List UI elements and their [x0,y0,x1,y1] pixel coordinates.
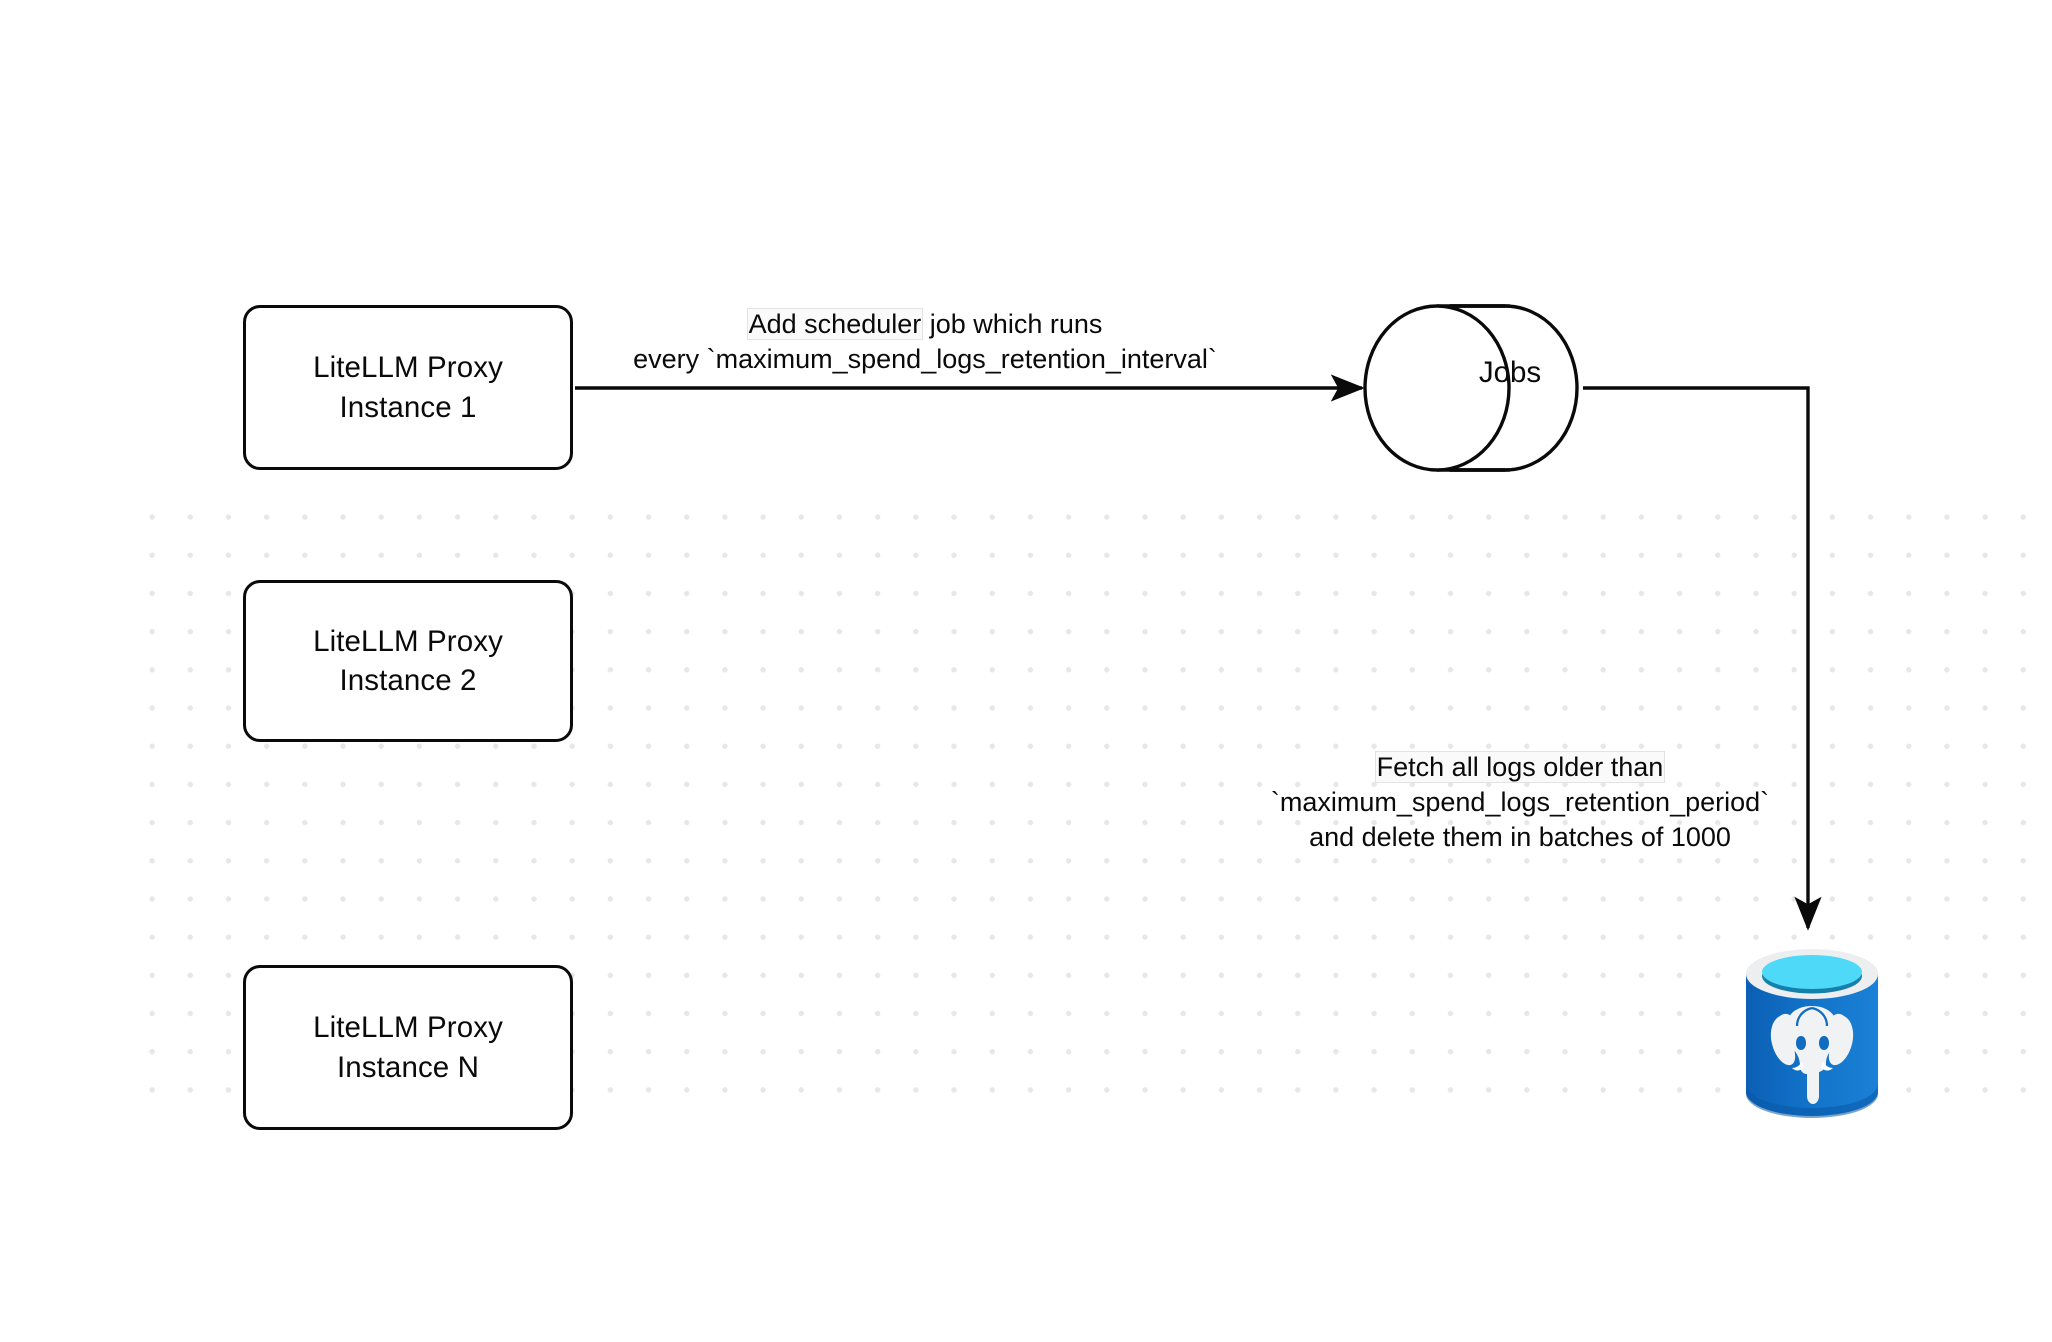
edge-label-line1: Fetch all logs older than [1220,750,1820,785]
node-label-line2: Instance 1 [339,390,477,424]
node-litellm-proxy-instance-2[interactable]: LiteLLM Proxy Instance 2 [243,580,573,742]
node-label-line2: Instance N [336,1050,480,1084]
node-label-line1: LiteLLM Proxy [313,624,503,658]
edge-label-line2: `maximum_spend_logs_retention_period` [1270,787,1770,818]
edge-label-line1: Add scheduler job which runs [575,307,1275,342]
edge-label-add-scheduler-job: Add scheduler job which runs every `maxi… [575,307,1275,377]
node-litellm-proxy-instance-n[interactable]: LiteLLM Proxy Instance N [243,965,573,1130]
node-label-line1: LiteLLM Proxy [313,1011,503,1045]
node-postgres-database[interactable] [1742,944,1882,1124]
postgresql-elephant-icon [1746,949,1878,1118]
node-label-line1: LiteLLM Proxy [313,351,503,385]
node-jobs-label: Jobs [1478,356,1542,389]
edge-label-line1-rest: job which runs [922,309,1103,339]
jobs-cylinder-shape [1363,304,1579,472]
node-label-line2: Instance 2 [339,664,477,697]
edge-label-line2: every `maximum_spend_logs_retention_inte… [633,344,1217,375]
edge-jobs-to-postgres [1583,386,1822,931]
node-litellm-proxy-instance-1[interactable]: LiteLLM Proxy Instance 1 [243,305,573,470]
edge-label-line3: and delete them in batches of 1000 [1309,822,1731,853]
edge-label-fetch-and-delete-logs: Fetch all logs older than `maximum_spend… [1220,750,1820,855]
edge-label-highlight: Fetch all logs older than [1375,752,1665,782]
edge-label-highlight: Add scheduler [747,309,923,339]
